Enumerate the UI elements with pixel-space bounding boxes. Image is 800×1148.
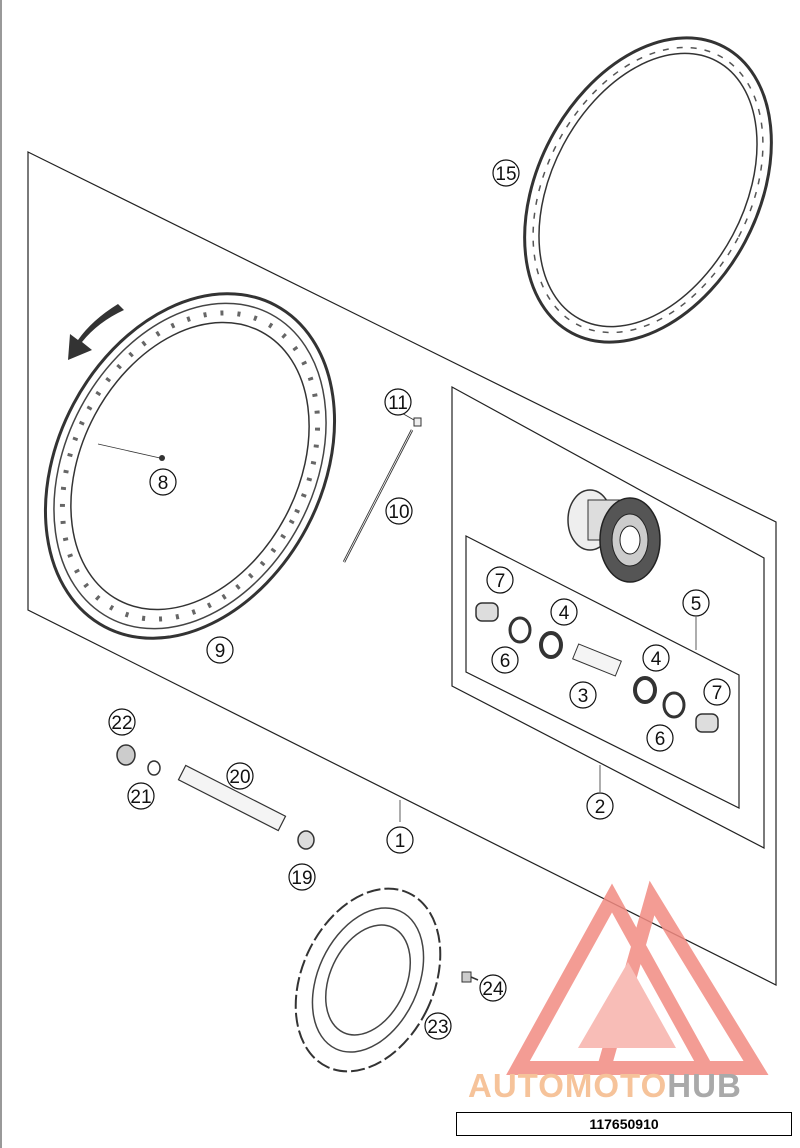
callout-23: 23 (424, 1012, 452, 1040)
callout-6b: 6 (646, 724, 674, 752)
spoke-nipple (159, 455, 165, 461)
brake-disc (294, 887, 442, 1073)
watermark-brand-text: AUTOMOTOHUB (468, 1067, 742, 1104)
callout-20: 20 (226, 762, 254, 790)
callout-1: 1 (386, 826, 414, 854)
callout-22: 22 (108, 708, 136, 736)
svg-text:4: 4 (559, 603, 570, 624)
callout-9: 9 (206, 636, 234, 664)
callout-6a: 6 (491, 646, 519, 674)
svg-text:6: 6 (655, 729, 666, 750)
callout-21: 21 (127, 782, 155, 810)
callout-11: 11 (384, 388, 412, 416)
svg-text:4: 4 (651, 649, 662, 670)
spoke (342, 417, 422, 563)
callout-2: 2 (586, 792, 614, 820)
svg-text:24: 24 (482, 979, 504, 1000)
part-number-label: 117650910 (456, 1112, 792, 1136)
hub-parts (475, 602, 719, 733)
callout-8: 8 (149, 468, 177, 496)
hub-assembly-panel (451, 385, 765, 849)
rim-tape (523, 36, 773, 344)
svg-text:7: 7 (495, 571, 506, 592)
wheel-assembly-panel (27, 151, 777, 986)
callout-4a: 4 (550, 598, 578, 626)
svg-text:2: 2 (595, 797, 606, 818)
svg-text:9: 9 (215, 641, 226, 662)
svg-text:11: 11 (388, 393, 408, 414)
svg-text:1: 1 (395, 831, 406, 852)
callout-4b: 4 (642, 644, 670, 672)
svg-text:7: 7 (712, 683, 723, 704)
svg-text:22: 22 (111, 713, 132, 734)
automotohub-logo (506, 880, 769, 1075)
callout-19: 19 (288, 863, 316, 891)
callout-10: 10 (385, 497, 413, 525)
svg-text:3: 3 (578, 686, 589, 707)
callout-7a: 7 (486, 566, 514, 594)
svg-text:21: 21 (130, 787, 151, 808)
axle-parts (116, 744, 315, 850)
svg-text:23: 23 (427, 1017, 448, 1038)
rotation-arrow-icon (68, 304, 124, 360)
callout-3: 3 (569, 681, 597, 709)
svg-text:8: 8 (158, 473, 169, 494)
svg-text:20: 20 (229, 767, 250, 788)
svg-text:6: 6 (500, 651, 511, 672)
callout-7b: 7 (703, 678, 731, 706)
callout-15: 15 (492, 159, 520, 187)
svg-text:10: 10 (388, 502, 409, 523)
callout-24: 24 (479, 974, 507, 1002)
wheel-hub (567, 489, 661, 583)
svg-text:15: 15 (495, 164, 516, 185)
bearing-set-panel (465, 535, 740, 809)
svg-text:19: 19 (291, 868, 312, 889)
disc-bolt (461, 971, 479, 983)
svg-text:5: 5 (691, 594, 702, 615)
callout-5: 5 (682, 589, 710, 617)
wheel-rim (43, 292, 337, 640)
